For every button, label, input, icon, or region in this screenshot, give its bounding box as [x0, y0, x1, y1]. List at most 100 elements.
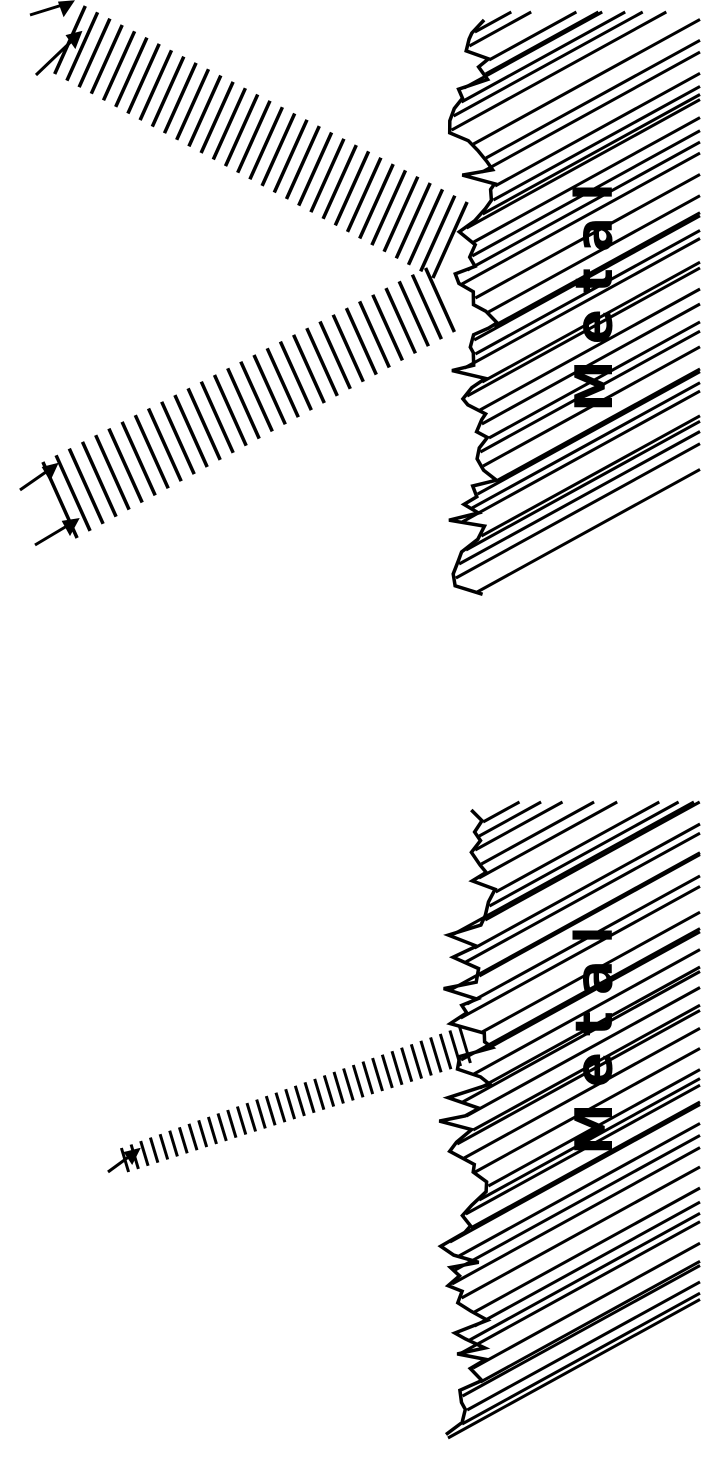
top-incident-wavefront-7 [135, 415, 168, 488]
top-hatch-line-38 [459, 432, 700, 565]
bottom-incident-wavefront-28 [392, 1051, 402, 1085]
bottom-incident-wavefront-30 [411, 1044, 421, 1078]
bottom-incident-wavefront-32 [431, 1037, 442, 1072]
top-incident-wavefront-24 [360, 301, 390, 367]
bottom-hatch-line-0 [483, 802, 519, 822]
top-incident-wavefront-3 [83, 442, 117, 517]
top-reflected-wavefront-27 [104, 31, 135, 100]
top-reflected-wavefront-0 [433, 202, 467, 278]
top-reflected-wavefront-28 [91, 25, 122, 94]
top-reflected-wavefront-9 [323, 145, 356, 219]
bottom-incident-wavefront-34 [450, 1031, 461, 1067]
bottom-incident-wavefront-13 [247, 1103, 256, 1131]
top-hatch-line-3 [486, 12, 599, 74]
top-reflected-wavefront-1 [421, 196, 455, 272]
bottom-incident-wavefront-20 [315, 1079, 324, 1110]
top-reflected-wavefront-11 [299, 133, 332, 206]
top-reflected-beam [55, 6, 467, 278]
top-reflected-wavefront-13 [274, 120, 307, 193]
bottom-incident-wavefront-18 [295, 1086, 304, 1116]
bottom-incident-wavefront-3 [150, 1138, 158, 1163]
top-reflected-wavefront-25 [128, 44, 159, 114]
top-reflected-wavefront-26 [116, 38, 147, 107]
top-incident-wavefront-11 [188, 388, 220, 460]
top-incident-wavefront-12 [201, 382, 233, 453]
bottom-hatch-line-41 [463, 1266, 700, 1397]
top-reflected-wavefront-29 [79, 19, 110, 88]
bottom-incident-wavefront-8 [199, 1120, 207, 1147]
top-incident-arrows [20, 465, 77, 545]
bottom-hatch-line-3 [481, 802, 594, 864]
top-hatch-line-7 [452, 12, 667, 130]
bottom-hatch-line-36 [475, 1202, 700, 1326]
top-incident-wavefront-9 [162, 402, 195, 474]
top-reflected-wavefront-20 [189, 76, 221, 147]
top-incident-wavefront-27 [399, 281, 428, 346]
bottom-incident-wavefront-10 [218, 1113, 226, 1141]
bottom-incident-wavefront-9 [208, 1117, 216, 1144]
bottom-incident-wavefront-27 [382, 1055, 392, 1088]
top-incident-wavefront-13 [215, 375, 247, 446]
bottom-incident-wavefront-26 [373, 1058, 383, 1091]
bottom-incident-wavefront-11 [228, 1110, 236, 1138]
top-incident-wavefront-22 [333, 315, 363, 382]
top-incident-wavefront-6 [122, 422, 155, 496]
top-reflected-wavefront-17 [226, 95, 258, 167]
bottom-hatch-line-7 [485, 802, 700, 920]
top-reflected-wavefront-24 [140, 50, 171, 120]
top-incident-wavefront-19 [294, 335, 325, 403]
bottom-incident-wavefront-5 [170, 1131, 178, 1157]
bottom-incident-wavefront-14 [257, 1100, 266, 1129]
top-reflected-wavefront-23 [152, 57, 184, 127]
top-incident-wavefront-25 [373, 295, 403, 361]
bottom-incident-wavefront-23 [344, 1069, 354, 1101]
top-incident-wavefront-15 [241, 362, 272, 432]
top-reflected-wavefront-12 [287, 126, 320, 199]
bottom-incident-wavefront-4 [160, 1134, 168, 1159]
top-reflected-wavefront-8 [335, 151, 368, 225]
bottom-incident-wavefront-25 [363, 1062, 373, 1095]
bottom-hatch-line-42 [467, 1282, 700, 1410]
top-incident-wavefront-26 [386, 288, 415, 353]
top-incident-beam [43, 268, 455, 538]
top-incident-wavefront-17 [267, 348, 298, 417]
top-incident-wavefront-18 [280, 342, 311, 411]
top-incident-wavefront-14 [228, 368, 260, 438]
bottom-incident-wavefront-29 [402, 1048, 412, 1082]
top-reflected-wavefront-18 [213, 88, 245, 159]
bottom-incident-wavefront-12 [237, 1107, 245, 1135]
bottom-panel: Metal [108, 802, 700, 1438]
bottom-incident-wavefront-17 [286, 1089, 295, 1119]
top-metal-label: Metal [565, 167, 625, 412]
top-incident-wavefront-28 [412, 275, 441, 339]
top-hatch-line-39 [456, 444, 700, 578]
bottom-incident-wavefront-21 [324, 1075, 333, 1106]
top-reflected-wavefront-4 [384, 177, 418, 252]
bottom-incident-wavefront-15 [266, 1096, 275, 1125]
bottom-hatch-line-38 [460, 1222, 701, 1354]
top-hatch-line-2 [489, 12, 576, 60]
top-incident-wavefront-5 [109, 429, 142, 503]
bottom-hatch-line-6 [490, 802, 679, 906]
top-reflected-wavefront-30 [67, 12, 98, 80]
top-incident-wavefront-23 [346, 308, 376, 375]
bottom-incident-wavefront-33 [440, 1034, 451, 1069]
top-incident-wavefront-20 [307, 328, 338, 396]
top-incident-wavefront-2 [69, 449, 103, 524]
top-reflected-wavefront-15 [250, 107, 283, 179]
bottom-incident-beam [121, 1027, 470, 1172]
top-incident-wavefront-10 [175, 395, 207, 467]
bottom-incident-wavefront-22 [334, 1072, 343, 1104]
top-incident-wavefront-8 [149, 409, 182, 482]
bottom-incident-wavefront-6 [179, 1127, 187, 1153]
top-hatch-line-8 [474, 19, 701, 144]
top-reflected-wavefront-6 [360, 164, 394, 238]
bottom-incident-wavefront-7 [189, 1124, 197, 1150]
bottom-hatch-line-39 [473, 1243, 700, 1368]
top-incident-wavefront-21 [320, 322, 350, 389]
top-reflected-wavefront-19 [201, 82, 233, 153]
bottom-hatch-line-5 [496, 802, 660, 892]
top-reflected-wavefront-21 [177, 69, 209, 140]
bottom-hatch-line-40 [481, 1261, 700, 1382]
